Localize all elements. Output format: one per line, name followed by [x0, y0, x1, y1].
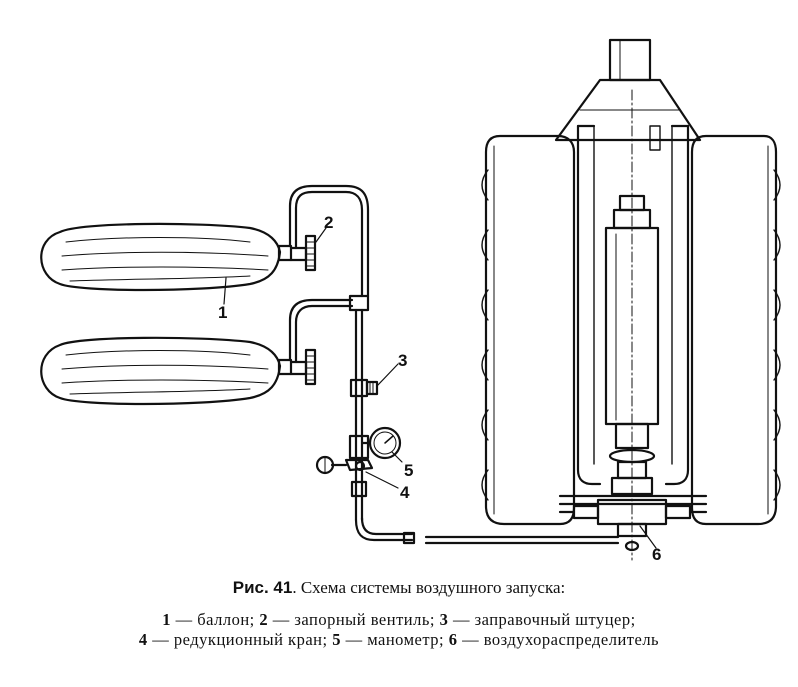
air-start-system-diagram: 1 2 3 5 4 6: [40, 38, 781, 564]
shutoff-valve-upper: [289, 234, 317, 272]
caption-text: . Схема системы воздушного запуска:: [292, 578, 566, 597]
label-4: 4: [400, 483, 410, 502]
legend-num: 4: [138, 630, 148, 649]
legend-text: — запорный вентиль;: [268, 610, 440, 629]
label-6: 6: [652, 545, 661, 564]
leader-lines: [223, 227, 657, 549]
legend-num: 5: [332, 630, 341, 649]
pipeline: [288, 184, 620, 545]
legend-text: — манометр;: [340, 630, 449, 649]
figure-number: Рис. 41: [232, 578, 293, 597]
label-2: 2: [324, 213, 333, 232]
air-cylinder-lower: [40, 336, 293, 406]
engine-block: [481, 38, 781, 526]
legend-text: — воздухораспределитель: [457, 630, 660, 649]
legend-num: 3: [439, 610, 449, 629]
label-3: 3: [398, 351, 407, 370]
figure-caption: Рис. 41. Схема системы воздушного запуск…: [0, 578, 798, 650]
air-cylinder-upper: [40, 222, 293, 292]
label-1: 1: [218, 303, 227, 322]
filling-nipple: [349, 378, 379, 398]
legend-text: — баллон;: [171, 610, 260, 629]
legend-num: 2: [259, 610, 269, 629]
pipe-tee: [348, 294, 370, 312]
legend-num: 1: [162, 610, 172, 629]
legend-num: 6: [448, 630, 458, 649]
legend-text: — заправочный штуцер;: [448, 610, 636, 629]
legend-text: — редукционный кран;: [147, 630, 333, 649]
air-distributor: [558, 89, 708, 561]
label-5: 5: [404, 461, 413, 480]
shutoff-valve-lower: [289, 348, 317, 386]
caption-title: Рис. 41. Схема системы воздушного запуск…: [0, 578, 798, 598]
legend-line-2: 4 — редукционный кран; 5 — манометр; 6 —…: [0, 630, 798, 650]
reducing-valve: [315, 434, 374, 498]
legend-line-1: 1 — баллон; 2 — запорный вентиль; 3 — за…: [0, 610, 798, 630]
